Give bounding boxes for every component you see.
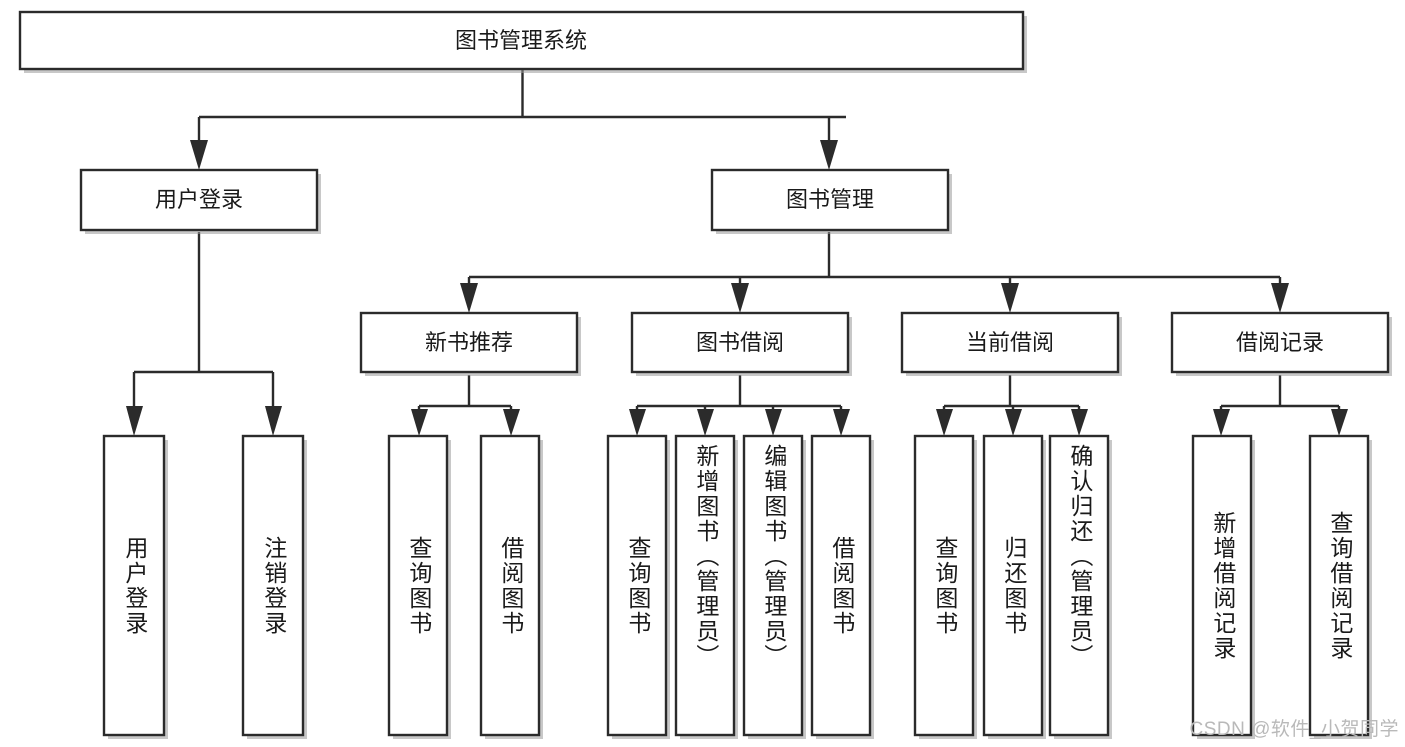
arrow-head-leaf-user-login (126, 406, 143, 436)
node-user-login-box[interactable] (79, 168, 319, 232)
node-book-borrow-box[interactable] (630, 311, 850, 374)
leaf-return-book-box[interactable] (982, 434, 1044, 737)
connector-group-book-borrow (629, 375, 850, 436)
connector-group-user-login (126, 232, 282, 436)
node-book-manage-box[interactable] (710, 168, 950, 232)
leaf-box-group (102, 434, 1372, 739)
arrow-head-leaf-add-book (697, 409, 714, 436)
node-root[interactable]: 图书管理系统 (18, 10, 1027, 73)
node-user-login[interactable]: 用户登录 (79, 168, 321, 234)
arrow-head-new-book-rec (460, 283, 478, 313)
connector-group-borrow-record (1213, 375, 1348, 436)
node-current-borrow-box[interactable] (900, 311, 1120, 374)
arrow-head-leaf-query-book-3 (936, 409, 953, 436)
arrow-head-leaf-add-record (1213, 409, 1230, 436)
node-book-manage-label: 图书管理 (786, 187, 874, 212)
node-book-manage[interactable]: 图书管理 (710, 168, 952, 234)
leaf-edit-book-box[interactable] (742, 434, 804, 737)
leaf-borrow-book-2-box[interactable] (810, 434, 872, 737)
arrow-head-book-manage (820, 140, 838, 170)
leaf-query-book-2-box[interactable] (606, 434, 668, 737)
csdn-watermark: CSDN @软件_小贺同学 (1189, 719, 1399, 740)
leaf-query-book-1-box[interactable] (387, 434, 449, 737)
leaf-add-book-box[interactable] (674, 434, 736, 737)
node-root-box[interactable] (18, 10, 1025, 71)
arrow-head-leaf-borrow-book-2 (833, 409, 850, 436)
node-new-book-rec[interactable]: 新书推荐 (359, 311, 581, 376)
node-current-borrow-label: 当前借阅 (966, 330, 1054, 355)
leaf-add-record-box[interactable] (1191, 434, 1253, 737)
arrow-head-book-borrow (731, 283, 749, 313)
node-book-borrow[interactable]: 图书借阅 (630, 311, 852, 376)
connector-group-root (190, 70, 846, 170)
leaf-borrow-book-1-box[interactable] (479, 434, 541, 737)
arrow-head-user-login (190, 140, 208, 170)
connector-group-new-book-rec (411, 375, 520, 436)
connector-group-current-borrow (936, 375, 1088, 436)
arrow-head-borrow-record (1271, 283, 1289, 313)
leaf-user-login-box[interactable] (102, 434, 166, 737)
node-current-borrow[interactable]: 当前借阅 (900, 311, 1122, 376)
leaf-query-record-box[interactable] (1308, 434, 1370, 737)
node-new-book-rec-box[interactable] (359, 311, 579, 374)
node-root-label: 图书管理系统 (455, 28, 587, 53)
arrow-head-current-borrow (1001, 283, 1019, 313)
arrow-head-leaf-confirm-return (1071, 409, 1088, 436)
arrow-head-leaf-borrow-book-1 (503, 409, 520, 436)
arrow-head-leaf-edit-book (765, 409, 782, 436)
connector-group-book-manage (460, 232, 1289, 313)
node-borrow-record-box[interactable] (1170, 311, 1390, 374)
arrow-head-leaf-query-book-2 (629, 409, 646, 436)
arrow-head-leaf-return-book (1005, 409, 1022, 436)
node-book-borrow-label: 图书借阅 (696, 330, 784, 355)
node-borrow-record[interactable]: 借阅记录 (1170, 311, 1392, 376)
leaf-confirm-return-box[interactable] (1048, 434, 1110, 737)
node-new-book-rec-label: 新书推荐 (425, 330, 513, 355)
arrow-head-leaf-logout-login (265, 406, 282, 436)
node-borrow-record-label: 借阅记录 (1236, 330, 1324, 355)
arrow-head-leaf-query-book-1 (411, 409, 428, 436)
node-user-login-label: 用户登录 (155, 187, 243, 212)
leaf-query-book-3-box[interactable] (913, 434, 975, 737)
leaf-logout-login-box[interactable] (241, 434, 305, 737)
arrow-head-leaf-query-record (1331, 409, 1348, 436)
